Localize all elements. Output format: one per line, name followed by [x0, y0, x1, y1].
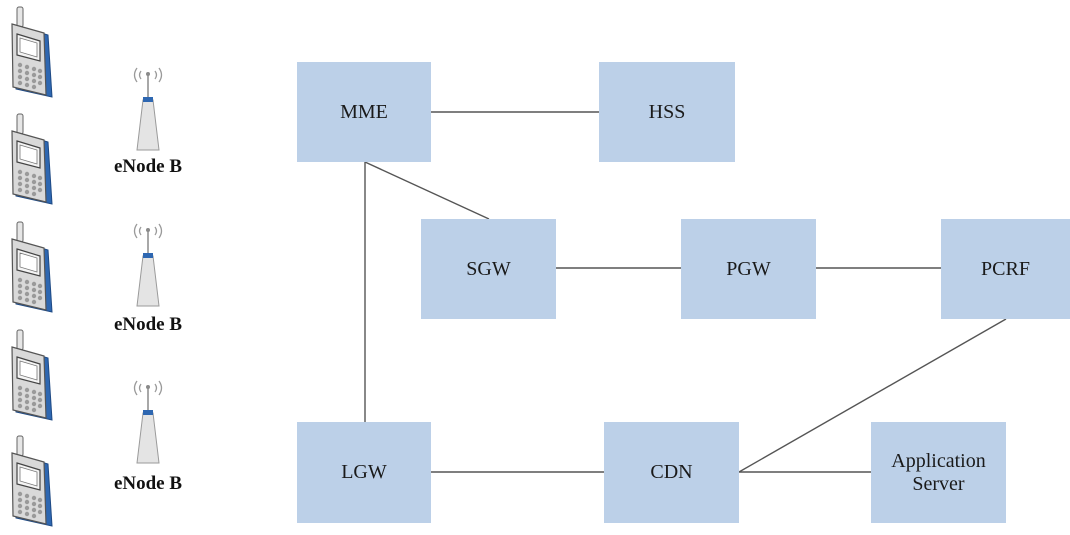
cdn-label: CDN [650, 461, 693, 483]
application-server-label-line1: Application [891, 449, 986, 472]
mobile-phone-icon [11, 113, 53, 205]
application-server-label-line2: Server [912, 472, 965, 495]
mobile-phone-icon [11, 6, 53, 98]
mobile-phone-icon [11, 435, 53, 527]
pcrf-node: PCRF [941, 219, 1070, 319]
mme-node: MME [297, 62, 431, 162]
sgw-label: SGW [466, 257, 511, 280]
lgw-label: LGW [341, 461, 387, 483]
sgw-node: SGW [421, 219, 556, 319]
link-pcrf-cdn [738, 318, 1007, 473]
pgw-node: PGW [681, 219, 816, 319]
cdn-node: CDN [604, 422, 739, 523]
enodeb-label: eNode B [113, 314, 183, 335]
cell-antenna-icon [133, 67, 163, 151]
mobile-phone-icon [11, 329, 53, 421]
hss-node: HSS [599, 62, 735, 162]
link-mme-sgw [364, 161, 490, 220]
mme-label: MME [340, 100, 388, 123]
enodeb-label: eNode B [113, 473, 183, 494]
hss-label: HSS [648, 100, 686, 123]
mobile-phone-icon [11, 221, 53, 313]
lgw-node: LGW [297, 422, 431, 523]
application-server-node: Application Server [871, 422, 1006, 523]
pcrf-label: PCRF [981, 257, 1030, 280]
pgw-label: PGW [726, 257, 771, 280]
cell-antenna-icon [133, 223, 163, 307]
enodeb-label: eNode B [113, 156, 183, 177]
cell-antenna-icon [133, 380, 163, 464]
